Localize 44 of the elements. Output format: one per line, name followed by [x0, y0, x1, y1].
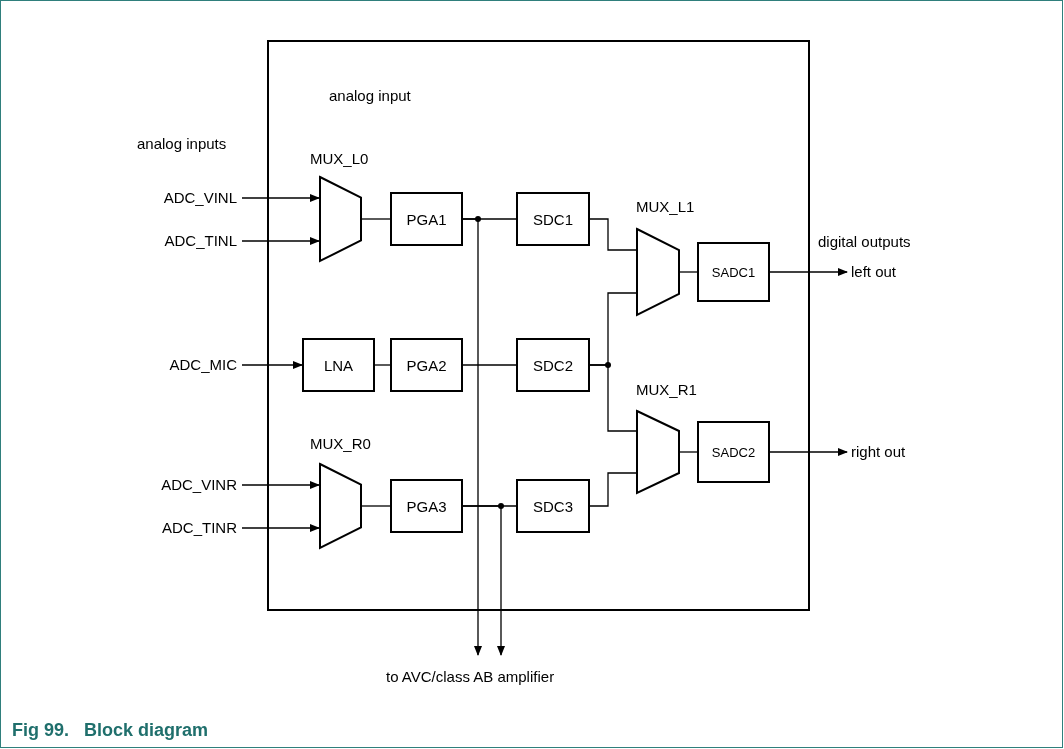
signal-line	[589, 218, 637, 251]
function-block: PGA2	[390, 338, 463, 392]
function-block: SDC1	[516, 192, 590, 246]
signal-line	[589, 472, 637, 507]
signal-line	[462, 505, 505, 656]
signal-line	[361, 218, 391, 220]
signal-label: ADC_TINR	[127, 518, 237, 538]
signal-line	[769, 448, 848, 456]
signal-line	[769, 268, 848, 276]
multiplexer-label: MUX_R0	[310, 434, 371, 454]
signal-label: ADC_MIC	[127, 355, 237, 375]
signal-line	[462, 364, 517, 366]
function-block: SADC2	[697, 421, 770, 483]
function-block: LNA	[302, 338, 375, 392]
multiplexer-label: MUX_R1	[636, 380, 697, 400]
function-block: SADC1	[697, 242, 770, 302]
signal-line	[241, 237, 320, 245]
figure-caption: Fig 99. Block diagram	[12, 720, 209, 741]
signal-line	[679, 271, 698, 273]
group-label: digital outputs	[818, 232, 911, 252]
signal-label: right out	[851, 442, 931, 462]
chip-heading: analog input	[329, 86, 411, 106]
signal-line	[241, 361, 303, 369]
signal-line	[361, 505, 391, 507]
signal-line	[374, 364, 391, 366]
signal-label: ADC_VINL	[127, 188, 237, 208]
chip-outline	[267, 40, 810, 611]
signal-line	[241, 194, 320, 202]
function-block: SDC2	[516, 338, 590, 392]
signal-line	[241, 481, 320, 489]
signal-label: ADC_VINR	[127, 475, 237, 495]
group-label: analog inputs	[137, 134, 227, 154]
function-block: SDC3	[516, 479, 590, 533]
function-block: PGA1	[390, 192, 463, 246]
signal-label: to AVC/class AB amplifier	[386, 667, 596, 687]
signal-line	[462, 218, 482, 656]
function-block: PGA3	[390, 479, 463, 533]
signal-line	[679, 451, 698, 453]
signal-label: left out	[851, 262, 921, 282]
signal-label: ADC_TINL	[127, 231, 237, 251]
multiplexer-label: MUX_L0	[310, 149, 369, 169]
signal-line	[589, 364, 637, 432]
multiplexer-label: MUX_L1	[636, 197, 695, 217]
signal-line	[241, 524, 320, 532]
